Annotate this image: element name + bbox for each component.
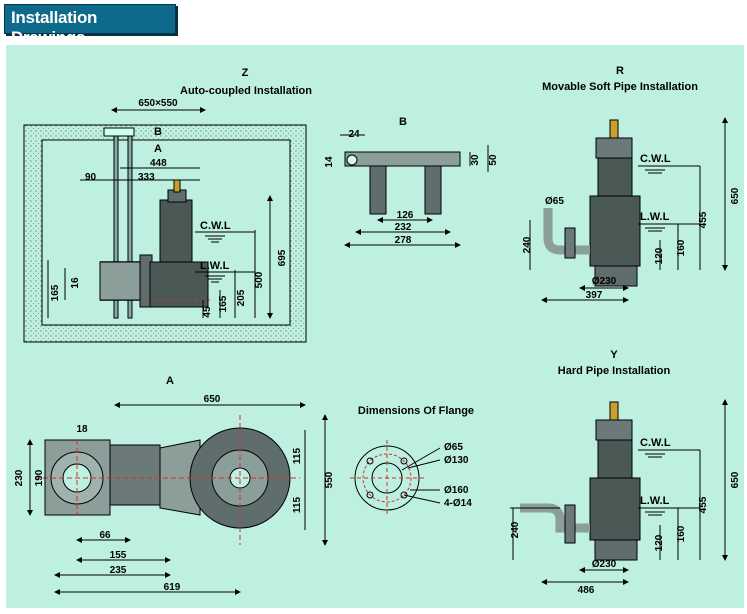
y-dim-486: 486 bbox=[578, 585, 595, 596]
b-dim-30: 30 bbox=[470, 154, 481, 166]
b-dim-14: 14 bbox=[324, 156, 335, 168]
flange-title: Dimensions Of Flange bbox=[358, 405, 474, 417]
a-labels: A 650 18 230 190 115 115 550 66 155 235 … bbox=[14, 375, 335, 593]
z-dim-333: 333 bbox=[138, 172, 155, 183]
r-dim-d65: Ø65 bbox=[545, 196, 564, 207]
a-dim-66: 66 bbox=[99, 530, 111, 541]
z-dim-45: 45 bbox=[202, 306, 213, 318]
r-dim-160: 160 bbox=[676, 239, 687, 256]
z-dim-90: 90 bbox=[85, 172, 97, 183]
a-dim-230: 230 bbox=[14, 469, 25, 486]
r-cwl: C.W.L bbox=[640, 153, 671, 165]
header-title: Installation Drawings bbox=[11, 8, 98, 47]
r-title: Movable Soft Pipe Installation bbox=[542, 81, 698, 93]
a-dim-155: 155 bbox=[110, 550, 127, 561]
flange-labels: Dimensions Of Flange Ø65 Ø130 Ø160 4-Ø14 bbox=[358, 405, 474, 509]
z-dim-16: 16 bbox=[70, 277, 81, 289]
z-dim-205: 205 bbox=[236, 289, 247, 306]
r-lwl: L.W.L bbox=[640, 211, 670, 223]
y-cwl: C.W.L bbox=[640, 437, 671, 449]
flange-view bbox=[350, 440, 441, 515]
b-dim-24: 24 bbox=[348, 129, 360, 140]
y-dim-120: 120 bbox=[654, 534, 665, 551]
header-bar: Installation Drawings bbox=[4, 4, 176, 47]
z-dim-165b: 165 bbox=[218, 295, 229, 312]
y-labels: Y Hard Pipe Installation C.W.L L.W.L 240… bbox=[510, 349, 741, 596]
r-labels: R Movable Soft Pipe Installation C.W.L L… bbox=[522, 65, 741, 301]
a-dim-650: 650 bbox=[204, 394, 221, 405]
flange-dim-4x14: 4-Ø14 bbox=[444, 498, 472, 509]
a-dim-235: 235 bbox=[110, 565, 127, 576]
r-dim-650: 650 bbox=[730, 187, 741, 204]
a-dim-18: 18 bbox=[76, 424, 88, 435]
a-dim-619: 619 bbox=[164, 582, 181, 593]
b-view bbox=[340, 134, 489, 248]
flange-dim-65: Ø65 bbox=[444, 442, 463, 453]
y-dim-650: 650 bbox=[730, 471, 741, 488]
a-view bbox=[27, 402, 328, 595]
r-view bbox=[529, 117, 728, 303]
z-dim-165a: 165 bbox=[50, 284, 61, 301]
a-letter: A bbox=[166, 375, 174, 387]
b-labels: B 24 14 30 50 126 232 278 bbox=[324, 116, 499, 246]
z-dim-650x550: 650×550 bbox=[138, 98, 178, 109]
y-dim-d230: Ø230 bbox=[592, 559, 617, 570]
y-dim-160: 160 bbox=[676, 525, 687, 542]
z-dim-448: 448 bbox=[150, 158, 167, 169]
b-letter: B bbox=[399, 116, 407, 128]
a-dim-115b: 115 bbox=[292, 496, 303, 513]
y-lwl: L.W.L bbox=[640, 495, 670, 507]
a-dim-550: 550 bbox=[324, 471, 335, 488]
z-section-b: B bbox=[154, 126, 162, 138]
z-letter: Z bbox=[242, 67, 249, 79]
z-lwl: L.W.L bbox=[200, 260, 230, 272]
flange-dim-130: Ø130 bbox=[444, 455, 469, 466]
b-dim-278: 278 bbox=[395, 235, 412, 246]
r-dim-240: 240 bbox=[522, 236, 533, 253]
z-title: Auto-coupled Installation bbox=[180, 85, 312, 97]
flange-dim-160: Ø160 bbox=[444, 485, 469, 496]
y-view bbox=[510, 399, 728, 585]
b-dim-126: 126 bbox=[397, 210, 414, 221]
b-dim-232: 232 bbox=[395, 222, 412, 233]
y-letter: Y bbox=[610, 349, 618, 361]
b-dim-50: 50 bbox=[488, 154, 499, 166]
a-dim-190: 190 bbox=[34, 469, 45, 486]
z-section-a: A bbox=[154, 143, 162, 155]
z-dim-695: 695 bbox=[277, 249, 288, 266]
r-dim-d230: Ø230 bbox=[592, 276, 617, 287]
y-title: Hard Pipe Installation bbox=[558, 365, 671, 377]
z-labels: Z Auto-coupled Installation 650×550 B A … bbox=[50, 67, 312, 318]
y-dim-455: 455 bbox=[698, 496, 709, 513]
z-dim-500: 500 bbox=[254, 271, 265, 288]
a-dim-115a: 115 bbox=[292, 447, 303, 464]
r-dim-120: 120 bbox=[654, 247, 665, 264]
z-view bbox=[23, 107, 307, 343]
r-letter: R bbox=[616, 65, 624, 77]
r-dim-397: 397 bbox=[586, 290, 603, 301]
z-cwl: C.W.L bbox=[200, 220, 231, 232]
r-dim-455: 455 bbox=[698, 211, 709, 228]
y-dim-240: 240 bbox=[510, 521, 521, 538]
